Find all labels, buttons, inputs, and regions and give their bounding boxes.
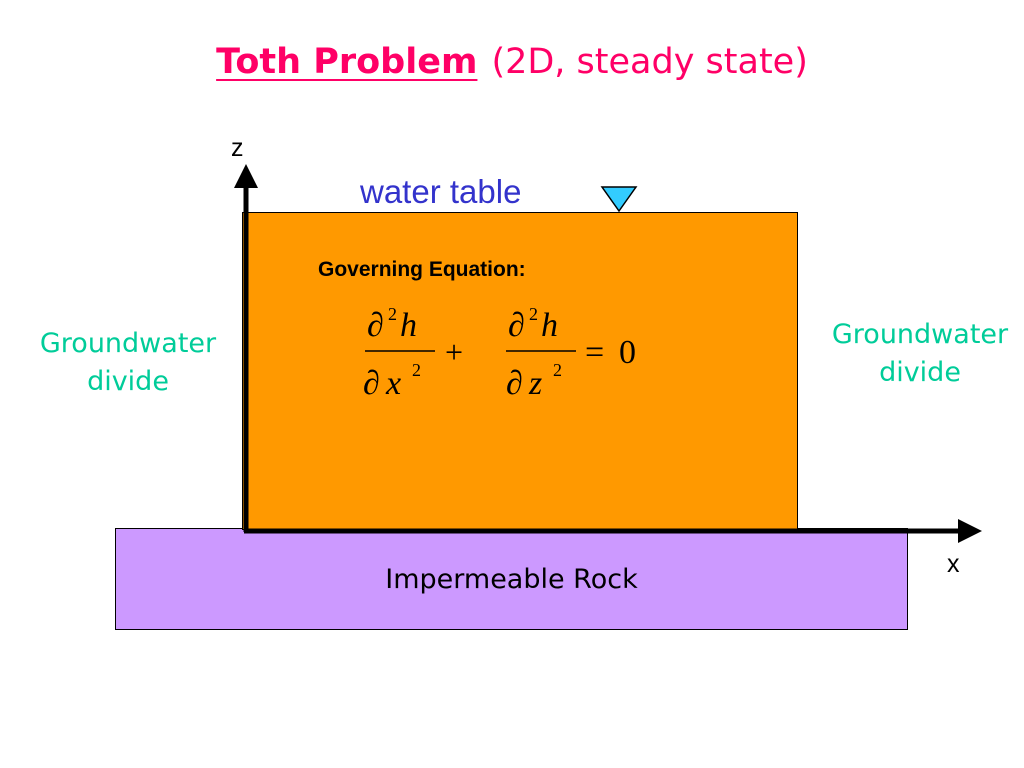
title-subtitle: (2D, steady state) xyxy=(491,42,808,82)
eq-equals-sign: = xyxy=(585,334,604,371)
page-title: Toth Problem (2D, steady state) xyxy=(0,42,1024,82)
impermeable-rock-block xyxy=(115,528,908,630)
governing-equation-label: Governing Equation: xyxy=(318,258,526,281)
z-axis-arrowhead-icon xyxy=(234,164,258,188)
groundwater-divide-left: Groundwater divide xyxy=(10,325,246,401)
eq-plus-sign: + xyxy=(445,334,463,370)
aquifer-block xyxy=(242,212,798,530)
eq-term2-num-var: h xyxy=(541,307,558,344)
divide-left-line2: divide xyxy=(87,366,169,397)
z-axis-label: z xyxy=(231,134,244,162)
groundwater-divide-right: Groundwater divide xyxy=(800,316,1024,392)
governing-equation: ∂ 2 h ∂ x 2 + ∂ 2 h ∂ z 2 = 0 xyxy=(363,304,636,402)
eq-rhs-zero: 0 xyxy=(619,334,636,371)
divide-right-line1: Groundwater xyxy=(831,319,1009,350)
eq-term1-num-partial: ∂ xyxy=(367,307,384,344)
eq-term1-den-var: x xyxy=(385,365,401,402)
x-axis-arrowhead-icon xyxy=(958,519,982,543)
impermeable-rock-label: Impermeable Rock xyxy=(385,564,638,595)
eq-term2-num-exp: 2 xyxy=(529,304,538,324)
eq-term1-num-exp: 2 xyxy=(388,304,397,324)
water-table-label: water table xyxy=(360,173,522,210)
eq-term1-den-exp: 2 xyxy=(412,360,421,380)
title-main: Toth Problem xyxy=(216,42,478,82)
eq-term2-den-var: z xyxy=(528,365,542,402)
eq-term2-den-partial: ∂ xyxy=(506,365,523,402)
divide-right-line2: divide xyxy=(879,357,961,388)
eq-term1-num-var: h xyxy=(400,307,417,344)
divide-left-line1: Groundwater xyxy=(39,328,217,359)
eq-term2-den-exp: 2 xyxy=(553,360,562,380)
inverted-triangle-icon xyxy=(600,186,638,213)
x-axis-label: x xyxy=(947,550,960,578)
eq-term2-num-partial: ∂ xyxy=(508,307,525,344)
eq-term1-den-partial: ∂ xyxy=(363,365,380,402)
